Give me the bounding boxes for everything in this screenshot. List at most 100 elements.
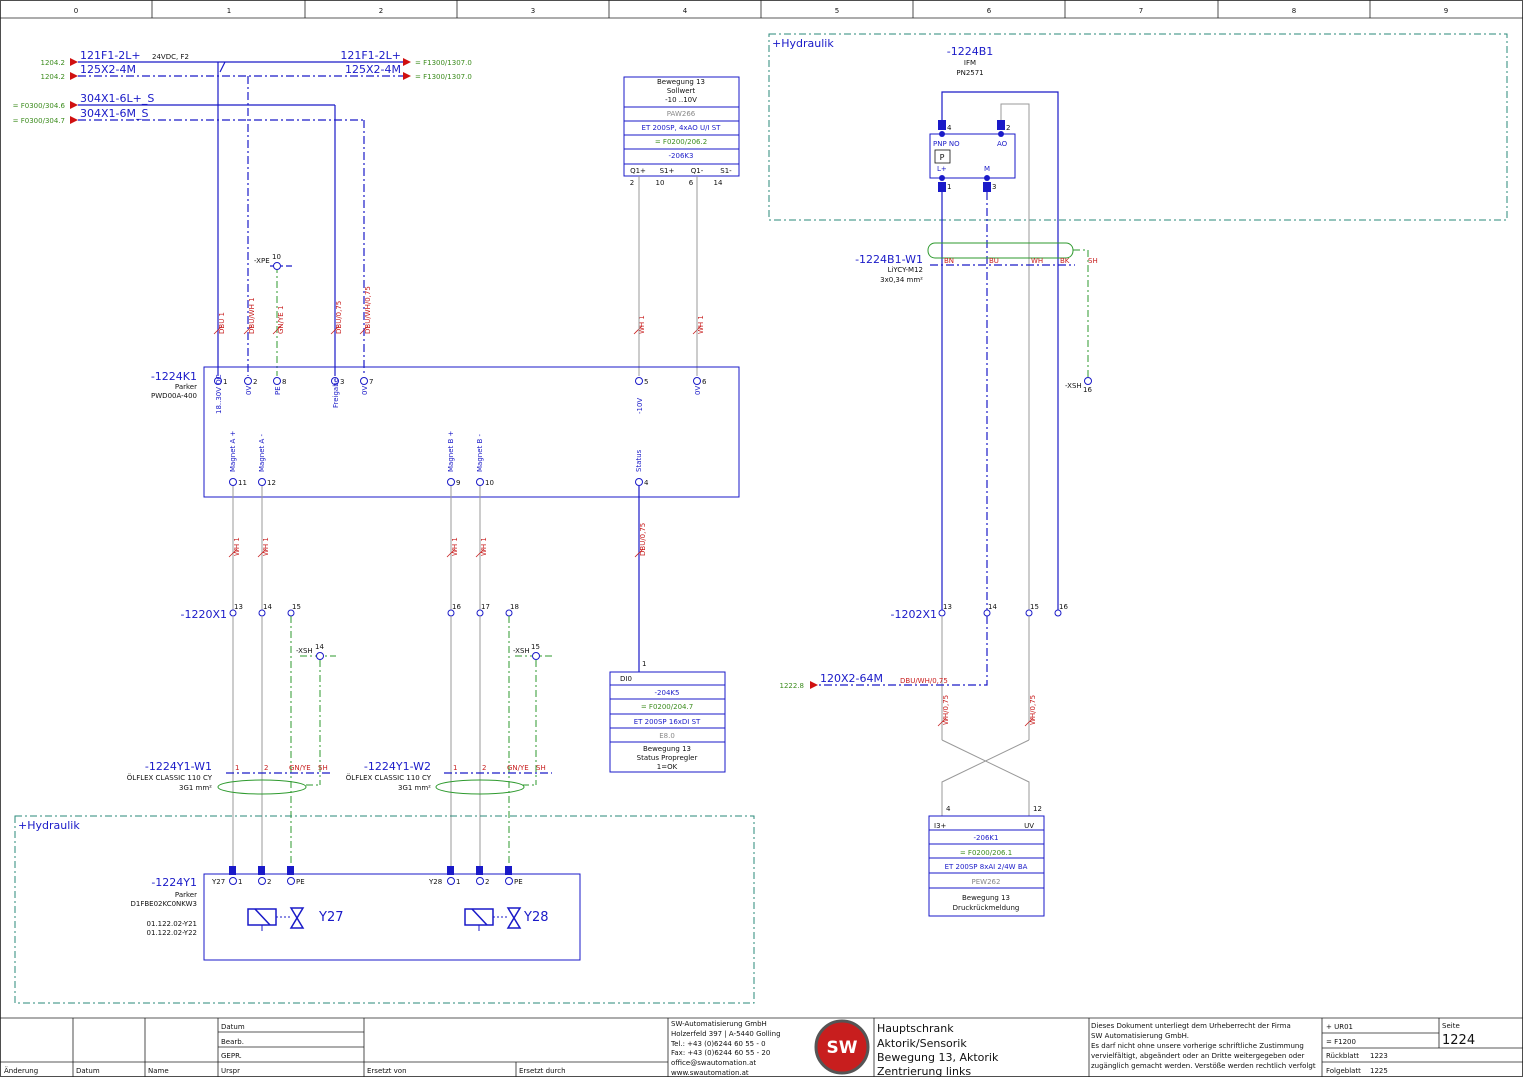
label-text: Rückblatt <box>1326 1052 1359 1060</box>
label-text: P <box>940 153 945 162</box>
label-text: 4 <box>947 124 952 132</box>
label-text: = F0200/204.7 <box>641 703 693 711</box>
label-text: E8.0 <box>659 732 675 740</box>
label-text: 15 <box>1030 603 1039 611</box>
label-text: Sollwert <box>667 87 696 95</box>
label-text: WH 1 <box>233 537 241 556</box>
label-text: 4 <box>644 479 649 487</box>
label-text: 0V <box>694 386 702 395</box>
label-text: DBU 1 <box>218 312 226 334</box>
cable-w2-tag: -1224Y1-W2 <box>364 760 431 773</box>
rail-label-1: 121F1-2L+ <box>80 49 141 62</box>
label-text: WH 1 <box>480 537 488 556</box>
label-text: www.swautomation.at <box>671 1069 749 1077</box>
col-8: 8 <box>1292 7 1296 15</box>
label-text: 7 <box>369 378 373 386</box>
label-text: 13 <box>234 603 243 611</box>
label-text: DBU/0,75 <box>639 523 647 556</box>
label-text: vervielfältigt, abgeändert oder an Dritt… <box>1091 1052 1305 1060</box>
label-text: Bearb. <box>221 1038 244 1046</box>
label-text: 16 <box>452 603 461 611</box>
label-text: 1 <box>947 183 951 191</box>
label-text: 16 <box>1059 603 1068 611</box>
label-text: office@swautomation.at <box>671 1059 756 1067</box>
col-9: 9 <box>1444 7 1448 15</box>
label-text: SH <box>318 764 328 772</box>
ref-left-3: = F0300/304.6 <box>13 102 66 110</box>
label-text: 15 <box>531 643 540 651</box>
label-text: Datum <box>76 1067 100 1075</box>
rail-label-6: 304X1-6M_S <box>80 107 148 120</box>
label-text: 3 <box>992 183 996 191</box>
label-text: WH 1 <box>451 537 459 556</box>
label-text: PAW266 <box>667 110 696 118</box>
col-0: 0 <box>74 7 78 15</box>
label-text: PN2571 <box>956 69 983 77</box>
label-text: -XSH <box>1065 382 1082 390</box>
label-text: SH <box>1088 257 1098 265</box>
label-text: 4 <box>946 805 951 813</box>
label-text: WH 1 <box>638 315 646 334</box>
label-text: WH/0,75 <box>942 695 950 725</box>
label-text: 2 <box>253 378 257 386</box>
label-text: DBU/0,75 <box>335 301 343 334</box>
label-text: 0V <box>361 386 369 395</box>
label-text: ET 200SP, 4xAO U/I ST <box>642 124 722 132</box>
label-text: Magnet A - <box>258 434 266 472</box>
label-text: 3G1 mm² <box>398 784 431 792</box>
label-text: 14 <box>714 179 723 187</box>
label-text: Änderung <box>4 1066 38 1075</box>
label-text: PNP NO <box>933 140 960 148</box>
plc-output-module: Bewegung 13 Sollwert -10 ..10V PAW266 ET… <box>623 76 740 376</box>
label-text: 12 <box>1033 805 1042 813</box>
k1-top-wire-marks: DBU 1 DBU/WH 1 GN/YE 1 DBU/0,75 DBU/WH/0… <box>213 286 705 335</box>
label-text: 01.122.02-Y21 <box>146 920 197 928</box>
label-text: 1 <box>238 878 242 886</box>
label-text: 1225 <box>1370 1067 1388 1075</box>
k1-amplifier: -1224K1 Parker PWD00A-400 1 2 8 3 7 5 6 … <box>151 366 740 498</box>
label-text: Folgeblatt <box>1326 1067 1361 1075</box>
label-text: Magnet A + <box>229 431 237 472</box>
rail-label-3: 121F1-2L+ <box>340 49 401 62</box>
label-text: Q1+ <box>630 167 646 175</box>
label-text: 2 <box>1006 124 1010 132</box>
label-text: 11 <box>238 479 247 487</box>
label-text: SW <box>827 1038 858 1058</box>
label-text: BU <box>989 257 999 265</box>
label-text: -206K3 <box>669 152 694 160</box>
label-text: 1 <box>223 378 227 386</box>
label-text: Parker <box>175 383 197 391</box>
label-text: + UR01 <box>1326 1023 1353 1031</box>
label-text: Y27 <box>211 878 225 886</box>
xpe-num: 10 <box>272 253 281 261</box>
title-block: Datum Bearb. GEPR. Änderung Datum Name U… <box>0 1017 1523 1077</box>
label-text: PWD00A-400 <box>151 392 197 400</box>
label-text: AO <box>997 140 1008 148</box>
voltage-note: 24VDC, F2 <box>152 53 189 61</box>
analog-input-wiring: -1202X1 13 14 15 16 1222.8 120X2-64M DBU… <box>780 603 1068 917</box>
label-text: Bewegung 13, Aktorik <box>877 1051 999 1064</box>
col-7: 7 <box>1139 7 1143 15</box>
label-text: Status Propregler <box>637 754 698 762</box>
label-text: 17 <box>481 603 490 611</box>
label-text: L+ <box>937 165 947 173</box>
label-text: BN <box>944 257 954 265</box>
label-text: Aktorik/Sensorik <box>877 1037 967 1050</box>
hydraulik-zone-bottom: +Hydraulik -1224Y1 Parker D1FBE02KC0NKW3… <box>14 815 755 1004</box>
label-text: ÖLFLEX CLASSIC 110 CY <box>127 773 213 782</box>
label-text: PE <box>296 878 305 886</box>
label-text: Magnet B + <box>447 430 455 472</box>
label-text: Q1- <box>691 167 704 175</box>
col-4: 4 <box>683 7 688 15</box>
label-text: -10 ..10V <box>665 96 697 104</box>
label-text: DI0 <box>620 675 632 683</box>
label-text: GEPR. <box>221 1052 242 1060</box>
label-text: 14 <box>988 603 997 611</box>
cable-b1: -1224B1-W1 LiYCY-M12 3x0,34 mm² BN BU WH… <box>855 242 1098 394</box>
label-text: 18 <box>510 603 519 611</box>
label-text: 6 <box>702 378 707 386</box>
label-text: Zentrierung links <box>877 1065 971 1077</box>
label-text: -10V <box>636 398 644 414</box>
label-text: GN/YE 1 <box>277 306 285 334</box>
label-text: 2 <box>267 878 271 886</box>
